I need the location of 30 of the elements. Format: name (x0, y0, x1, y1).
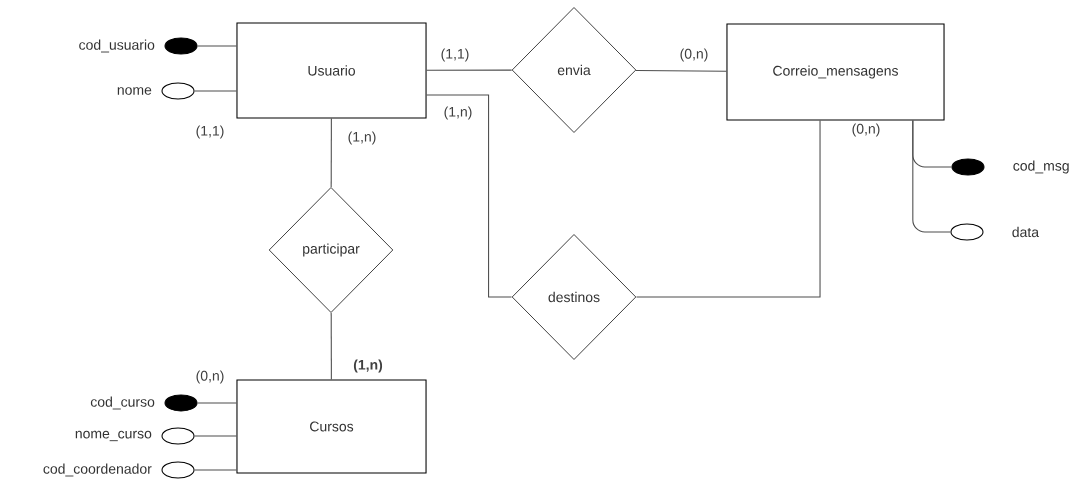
entity-box: Usuario (236, 22, 427, 119)
cardinality-label: (0,n) (196, 370, 224, 384)
cardinality-label: (1,1) (196, 125, 224, 139)
cardinality-label: (1,n) (351, 358, 385, 374)
entity-box: Correio_mensagens (726, 23, 945, 121)
connector-line (635, 69, 727, 72)
connector-line (426, 69, 513, 71)
cardinality-label: (0,n) (850, 122, 882, 138)
connector-line (330, 117, 332, 188)
attribute-label: nome_curso (75, 430, 152, 442)
connector-line (912, 120, 951, 233)
connector-line (194, 469, 237, 471)
entity-box: Cursos (236, 379, 427, 474)
attribute-label: data (1012, 226, 1040, 238)
cardinality-label: (1,n) (442, 105, 474, 121)
connector-line (635, 120, 821, 298)
cardinality-label: (1,n) (346, 130, 378, 146)
cardinality-label: (1,1) (439, 47, 471, 63)
connector-line (194, 435, 237, 437)
connector-line (330, 312, 332, 380)
connector-line (197, 402, 237, 404)
cardinality-label: (0,n) (678, 47, 710, 63)
connector-line (426, 94, 513, 298)
connector-line (194, 90, 237, 92)
attribute-label: cod_msg (1013, 160, 1069, 174)
attribute-label: cod_usuario (79, 39, 155, 53)
attribute-label: cod_coordenador (43, 463, 152, 477)
attribute-label: cod_curso (90, 396, 155, 410)
connector-line (197, 45, 237, 47)
attribute-label: nome (117, 87, 152, 95)
